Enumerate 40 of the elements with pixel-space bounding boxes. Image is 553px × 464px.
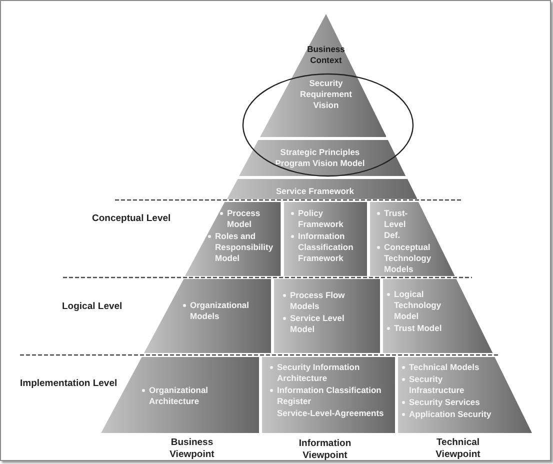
segment-heading: Business Context: [307, 44, 345, 65]
list-item: Technical Models: [409, 362, 480, 372]
list-item: Process Flow Models: [290, 290, 345, 311]
segment-label: Security Requirement Vision: [300, 78, 352, 110]
level-label: Implementation Level: [20, 378, 118, 390]
list-item: Organizational Architecture: [149, 385, 208, 406]
list-item: Organizational Models: [190, 300, 250, 321]
list-item: Process Model: [226, 208, 260, 229]
list-item: Service-Level-Agreements: [277, 408, 384, 418]
list-item: Security Information Architecture: [277, 362, 360, 383]
level-label: Conceptual Level: [92, 213, 172, 225]
list-item: Conceptual Technology Models: [384, 242, 432, 274]
segment-label: Service Framework: [276, 186, 354, 196]
list-item: Trust-Level Def.: [384, 208, 408, 240]
pyramid-segment: [383, 279, 493, 353]
list-item: Roles and Responsibility Model: [214, 231, 274, 263]
list-item: Trust Model: [394, 323, 442, 333]
pyramid-segment: [226, 179, 417, 199]
pyramid-segment: [144, 279, 271, 353]
list-item: Application Security: [409, 409, 492, 419]
list-item: Security Services: [409, 397, 480, 407]
segment-label: Strategic Principles Program Vision Model: [275, 147, 365, 168]
list-item: Service Level Model: [290, 313, 344, 334]
pyramid-segment: [260, 14, 386, 137]
level-label: Logical Level: [62, 301, 124, 313]
list-item: Logical Technology Model: [394, 289, 442, 321]
list-item: Information Classification Framework: [298, 231, 354, 263]
list-item: Security Infrastructure: [409, 374, 464, 395]
list-item: Policy Framework: [298, 208, 344, 229]
pyramid-segment: [284, 202, 367, 276]
viewpoint-label: Information Viewpoint: [298, 438, 352, 462]
pyramid-segment: [370, 202, 455, 276]
pyramid-segment: [274, 279, 380, 353]
pyramid-segment: [185, 202, 281, 276]
pyramid-segment: [262, 357, 395, 433]
viewpoint-label: Technical Viewpoint: [434, 437, 482, 461]
viewpoint-label: Business Viewpoint: [168, 437, 216, 461]
pyramid-segment: [398, 357, 532, 433]
pyramid-segment: [239, 140, 406, 176]
list-item: Information Classification Register: [277, 385, 382, 406]
